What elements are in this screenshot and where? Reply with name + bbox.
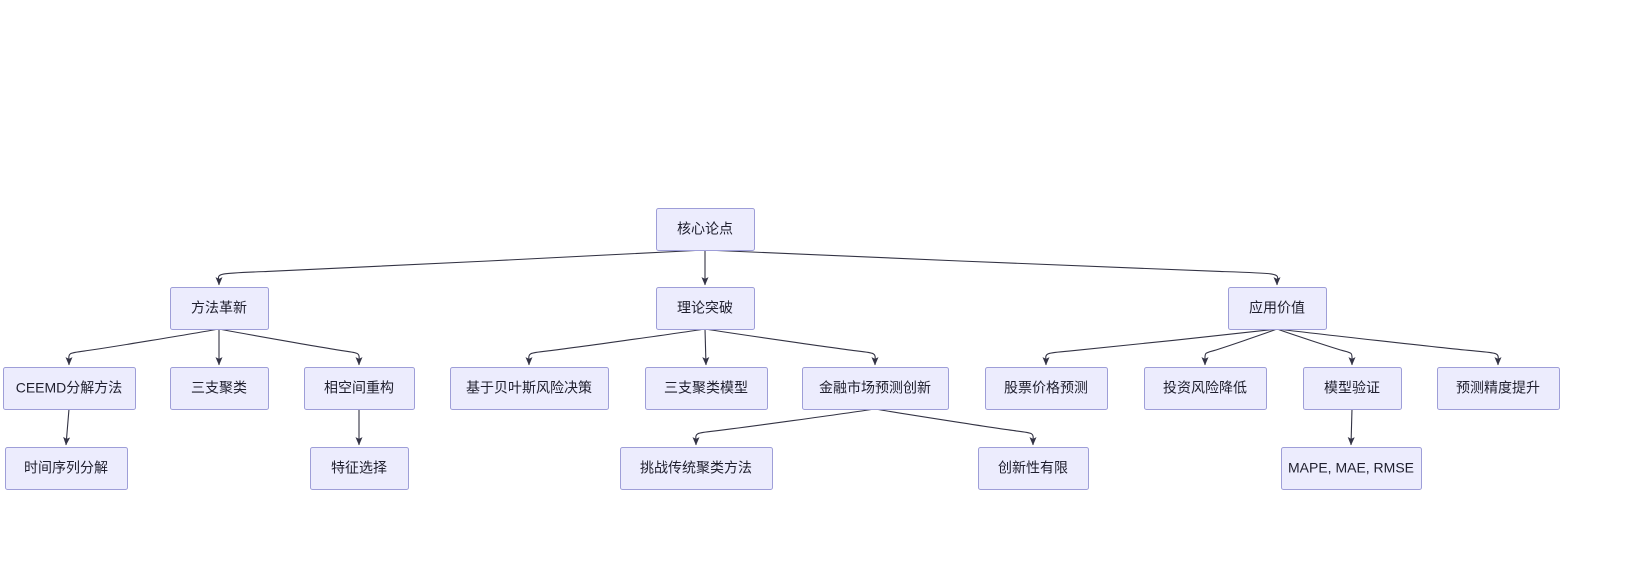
edge-root-to-l1c <box>704 249 1281 286</box>
node-label: 基于贝叶斯风险决策 <box>466 380 592 396</box>
node-box <box>5 447 128 490</box>
node-box <box>310 447 409 490</box>
node-label: 相空间重构 <box>324 380 394 396</box>
edge-l1c-to-l2h <box>1201 328 1278 366</box>
node-label: 金融市场预测创新 <box>819 380 931 396</box>
node-box <box>170 287 269 330</box>
node-box <box>645 367 768 410</box>
node-box <box>1303 367 1402 410</box>
node-l2e[interactable]: 三支聚类模型 <box>645 367 768 410</box>
node-l1b[interactable]: 理论突破 <box>656 287 755 330</box>
edge-l2f-to-l3c <box>692 408 876 446</box>
node-box <box>985 367 1108 410</box>
node-box <box>3 367 136 410</box>
edge-l2a-to-l3a <box>63 408 71 446</box>
node-l2i[interactable]: 模型验证 <box>1303 367 1402 410</box>
node-l2j[interactable]: 预测精度提升 <box>1437 367 1560 410</box>
edge-l1a-to-l2c <box>218 328 363 366</box>
edge-l1c-to-l2g <box>1042 328 1278 366</box>
edge-l1b-to-l2d <box>525 328 706 366</box>
edge-layer <box>63 249 1502 446</box>
node-box <box>450 367 609 410</box>
node-l2c[interactable]: 相空间重构 <box>304 367 415 410</box>
node-label: 股票价格预测 <box>1004 380 1088 396</box>
node-label: 方法革新 <box>191 300 247 316</box>
node-label: 创新性有限 <box>998 460 1068 476</box>
node-box <box>1144 367 1267 410</box>
node-l3d[interactable]: 创新性有限 <box>978 447 1089 490</box>
node-box <box>170 367 269 410</box>
edge-l1c-to-l2i <box>1276 328 1356 366</box>
node-box <box>978 447 1089 490</box>
node-label: 特征选择 <box>331 460 387 476</box>
node-label: 三支聚类 <box>191 380 247 396</box>
node-box <box>620 447 773 490</box>
node-l3c[interactable]: 挑战传统聚类方法 <box>620 447 773 490</box>
node-label: MAPE, MAE, RMSE <box>1288 460 1414 476</box>
node-box <box>656 208 755 251</box>
node-label: 时间序列分解 <box>24 460 108 476</box>
edge-l1c-to-l2j <box>1276 328 1502 366</box>
node-box <box>656 287 755 330</box>
node-l3e[interactable]: MAPE, MAE, RMSE <box>1281 447 1422 490</box>
node-l2h[interactable]: 投资风险降低 <box>1144 367 1267 410</box>
node-label: 投资风险降低 <box>1163 380 1247 396</box>
edge-l1b-to-l2f <box>704 328 879 366</box>
node-label: 模型验证 <box>1324 380 1380 396</box>
node-box <box>1437 367 1560 410</box>
node-l3b[interactable]: 特征选择 <box>310 447 409 490</box>
node-l2d[interactable]: 基于贝叶斯风险决策 <box>450 367 609 410</box>
edge-l1b-to-l2e <box>702 328 710 366</box>
node-l2a[interactable]: CEEMD分解方法 <box>3 367 136 410</box>
node-label: 理论突破 <box>677 300 733 316</box>
node-l3a[interactable]: 时间序列分解 <box>5 447 128 490</box>
edge-l2i-to-l3e <box>1347 408 1355 446</box>
edge-l1a-to-l2a <box>65 328 220 366</box>
node-l1a[interactable]: 方法革新 <box>170 287 269 330</box>
node-box <box>304 367 415 410</box>
node-box <box>1281 447 1422 490</box>
node-l1c[interactable]: 应用价值 <box>1228 287 1327 330</box>
node-box <box>1228 287 1327 330</box>
edge-l2f-to-l3d <box>874 408 1037 446</box>
node-l2f[interactable]: 金融市场预测创新 <box>802 367 949 410</box>
node-box <box>802 367 949 410</box>
node-label: 预测精度提升 <box>1456 380 1540 396</box>
node-label: 挑战传统聚类方法 <box>640 460 752 476</box>
node-l2b[interactable]: 三支聚类 <box>170 367 269 410</box>
node-label: 核心论点 <box>677 221 733 237</box>
node-label: 应用价值 <box>1249 300 1305 316</box>
node-label: 三支聚类模型 <box>664 380 748 396</box>
edge-root-to-l1a <box>215 249 706 286</box>
node-root[interactable]: 核心论点 <box>656 208 755 251</box>
node-l2g[interactable]: 股票价格预测 <box>985 367 1108 410</box>
node-label: CEEMD分解方法 <box>16 380 123 396</box>
